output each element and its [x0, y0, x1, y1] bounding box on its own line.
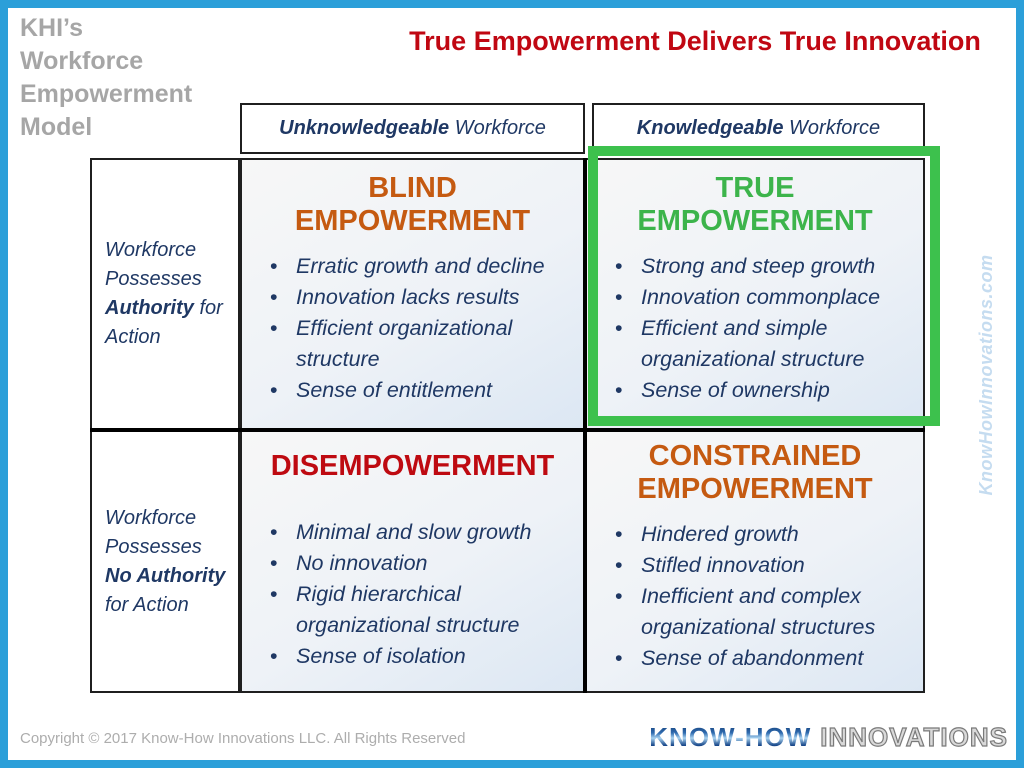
bullet-item: Erratic growth and decline: [262, 251, 577, 282]
column-header-rest: Workforce: [449, 117, 546, 139]
quadrant-title-line: EMPOWERMENT: [294, 205, 531, 238]
bullet-item: No innovation: [262, 548, 577, 579]
row-label-no-authority: Workforce Possesses No Authority for Act…: [90, 430, 240, 693]
quadrant-disempowerment: DISEMPOWERMENT Minimal and slow growth N…: [240, 430, 585, 693]
column-header-rest: Workforce: [783, 117, 881, 139]
row-label-text: Workforce Possesses No Authority for Act…: [105, 504, 232, 620]
bullet-item: Sense of ownership: [607, 375, 917, 406]
quadrant-bullet-list: Minimal and slow growth No innovation Ri…: [242, 517, 583, 672]
logo-knowhow-text: KNOW-HOW: [649, 722, 812, 752]
quadrant-blind-empowerment: BLIND EMPOWERMENT Erratic growth and dec…: [240, 158, 585, 430]
column-header-text: Knowledgeable Workforce: [637, 117, 880, 140]
quadrant-title: TRUE EMPOWERMENT: [587, 172, 923, 238]
bullet-item: Innovation lacks results: [262, 282, 577, 313]
bullet-item: Innovation commonplace: [607, 282, 917, 313]
bullet-item: Efficient organizational structure: [262, 313, 577, 375]
quadrant-constrained-empowerment: CONSTRAINED EMPOWERMENT Hindered growth …: [585, 430, 925, 693]
model-title-line: Model: [20, 113, 93, 141]
quadrant-title-line: EMPOWERMENT: [637, 473, 873, 506]
column-header-bold: Unknowledgeable: [279, 117, 450, 139]
model-title-line: Workforce: [20, 47, 144, 75]
quadrant-title: BLIND EMPOWERMENT: [242, 172, 583, 238]
quadrant-title-line: DISEMPOWERMENT: [270, 450, 555, 482]
quadrant-title: CONSTRAINED EMPOWERMENT: [587, 440, 923, 506]
bullet-item: Rigid hierarchical organizational struct…: [262, 579, 577, 641]
column-header-knowledgeable: Knowledgeable Workforce: [592, 103, 925, 154]
bullet-item: Sense of entitlement: [262, 375, 577, 406]
row-label-bold: Authority: [105, 297, 194, 319]
row-label-pre: Workforce Possesses: [105, 506, 202, 558]
quadrant-bullet-list: Strong and steep growth Innovation commo…: [587, 251, 923, 406]
quadrant-title: DISEMPOWERMENT: [242, 450, 583, 483]
bullet-item: Minimal and slow growth: [262, 517, 577, 548]
quadrant-true-empowerment: TRUE EMPOWERMENT Strong and steep growth…: [585, 158, 925, 430]
watermark-url: KnowHowInnovations.com: [976, 254, 996, 496]
quadrant-title-line: EMPOWERMENT: [637, 205, 873, 238]
row-label-post: for Action: [105, 297, 223, 348]
bullet-item: Sense of abandonment: [607, 643, 917, 674]
bullet-item: Efficient and simple organizational stru…: [607, 313, 917, 375]
page-title: True Empowerment Delivers True Innovatio…: [409, 26, 981, 56]
row-label-bold: No Authority: [105, 564, 226, 587]
bullet-item: Hindered growth: [607, 519, 917, 550]
quadrant-bullet-list: Hindered growth Stifled innovation Ineff…: [587, 519, 923, 674]
bullet-item: Sense of isolation: [262, 641, 577, 672]
quadrant-title-line: CONSTRAINED: [648, 440, 862, 472]
row-divider-line: [90, 428, 925, 432]
model-title: KHI’s Workforce Empowerment Model: [20, 12, 192, 144]
quadrant-bullet-list: Erratic growth and decline Innovation la…: [242, 251, 583, 406]
copyright-text: Copyright © 2017 Know-How Innovations LL…: [20, 730, 466, 747]
quadrant-title-line: TRUE: [715, 172, 795, 204]
column-header-unknowledgeable: Unknowledgeable Workforce: [240, 103, 585, 154]
logo-innovations-text: INNOVATIONS: [820, 721, 1008, 752]
brand-logo: KNOW-HOW INNOVATIONS: [649, 721, 1008, 753]
column-header-bold: Knowledgeable: [636, 117, 784, 139]
row-label-pre: Workforce Possesses: [105, 239, 202, 290]
row-label-text: Workforce Possesses Authority for Action: [105, 236, 232, 352]
column-header-text: Unknowledgeable Workforce: [279, 117, 546, 140]
model-title-line: Empowerment: [20, 80, 193, 108]
bullet-item: Strong and steep growth: [607, 251, 917, 282]
row-label-post: for Action: [105, 593, 189, 616]
bullet-item: Inefficient and complex organizational s…: [607, 581, 917, 643]
model-title-line: KHI’s: [20, 14, 83, 42]
row-label-authority: Workforce Possesses Authority for Action: [90, 158, 240, 430]
quadrant-title-line: BLIND: [368, 172, 457, 204]
bullet-item: Stifled innovation: [607, 550, 917, 581]
column-divider-line: [583, 158, 587, 693]
